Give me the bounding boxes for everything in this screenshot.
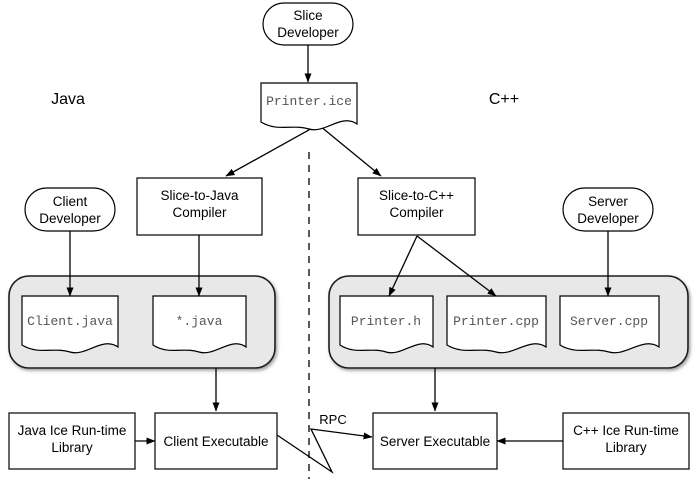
slice-to-cpp-line1: Slice-to-C++ (379, 188, 454, 203)
star-java-label: *.java (176, 314, 223, 329)
slice-developer-line1: Slice (293, 8, 322, 23)
cpp-runtime-line1: C++ Ice Run-time (573, 423, 679, 438)
slice-to-cpp-line2: Compiler (389, 205, 444, 220)
server-executable-label: Server Executable (380, 434, 490, 449)
slice-developer-line2: Developer (277, 25, 339, 40)
server-developer-line1: Server (588, 194, 628, 209)
node-printer-h: Printer.h (339, 295, 434, 354)
client-developer-line2: Developer (39, 211, 101, 226)
section-label-cpp: C++ (489, 91, 519, 108)
node-printer-cpp: Printer.cpp (446, 295, 547, 354)
server-developer-line2: Developer (577, 211, 639, 226)
edge-slice-to-cpp-to-printer-h (388, 235, 418, 297)
slice-to-java-line1: Slice-to-Java (160, 188, 239, 203)
node-star-java: *.java (152, 295, 247, 354)
node-client-executable: Client Executable (154, 412, 278, 470)
edge-printer-ice-to-slice-to-java (225, 125, 317, 177)
node-cpp-ice-runtime-library: C++ Ice Run-time Library (562, 412, 690, 470)
node-slice-developer: Slice Developer (262, 2, 354, 46)
cpp-runtime-line2: Library (605, 440, 647, 455)
client-developer-line1: Client (53, 194, 88, 209)
node-server-cpp: Server.cpp (559, 295, 660, 354)
edge-printer-ice-to-slice-to-cpp (319, 125, 382, 177)
node-client-developer: Client Developer (24, 187, 116, 232)
node-slice-to-java-compiler: Slice-to-Java Compiler (136, 177, 263, 236)
edge-slice-to-cpp-to-printer-cpp (416, 235, 497, 297)
printer-cpp-label: Printer.cpp (453, 314, 539, 329)
node-server-executable: Server Executable (372, 412, 498, 470)
node-slice-to-cpp-compiler: Slice-to-C++ Compiler (357, 177, 476, 236)
edge-rpc-client-to-server (276, 428, 373, 474)
java-runtime-line1: Java Ice Run-time (18, 423, 127, 438)
client-java-label: Client.java (27, 314, 113, 329)
rpc-label: RPC (319, 412, 346, 427)
server-cpp-label: Server.cpp (570, 314, 648, 329)
slice-to-java-line2: Compiler (172, 205, 227, 220)
client-executable-label: Client Executable (163, 434, 268, 449)
section-label-java: Java (51, 91, 85, 108)
printer-ice-label: Printer.ice (266, 94, 352, 109)
node-printer-ice: Printer.ice (260, 82, 358, 131)
node-server-developer: Server Developer (562, 187, 654, 232)
node-client-java: Client.java (21, 295, 119, 354)
java-runtime-line2: Library (51, 440, 93, 455)
printer-h-label: Printer.h (351, 314, 421, 329)
node-java-ice-runtime-library: Java Ice Run-time Library (8, 412, 136, 470)
